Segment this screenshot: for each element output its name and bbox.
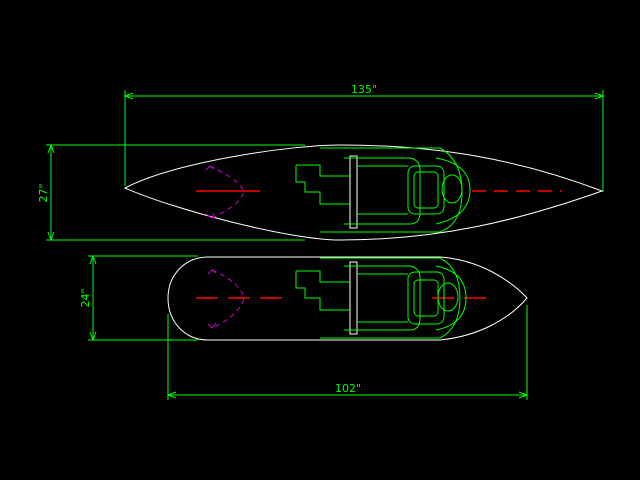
short-legs-outline xyxy=(344,265,421,331)
long-legs-inner xyxy=(357,165,408,215)
short-shoulder-arc xyxy=(435,265,467,331)
long-sweep-arrow-top xyxy=(205,165,215,171)
short-beam-arrow-bottom xyxy=(89,331,97,342)
short-head xyxy=(437,282,459,312)
long-length-arrow-right xyxy=(594,92,605,100)
long-length-dimension xyxy=(123,90,605,192)
short-sweep-arrow-top xyxy=(207,269,217,275)
long-beam-arrow-top xyxy=(47,143,55,154)
short-sweep-arrow-bottom xyxy=(207,322,217,329)
long-bulkhead xyxy=(349,155,358,229)
long-length-arrow-left xyxy=(123,92,134,100)
short-length-dimension xyxy=(166,305,529,400)
short-footrest-outline xyxy=(295,270,350,311)
long-sweep-arc xyxy=(205,165,245,219)
short-beam-dimension xyxy=(88,254,198,342)
long-length-label: 135" xyxy=(351,83,377,96)
short-legs-inner xyxy=(357,273,408,323)
short-beam-arrow-top xyxy=(89,254,97,265)
short-length-arrow-right xyxy=(518,391,529,399)
long-beam-dimension xyxy=(46,143,305,242)
long-sweep-arrow-bottom xyxy=(205,212,215,219)
kayak-long: 135" 27" xyxy=(36,83,605,242)
long-shoulder-arc xyxy=(435,157,471,225)
short-seat-figure xyxy=(295,257,467,339)
short-length-arrow-left xyxy=(166,391,177,399)
short-length-label: 102" xyxy=(335,382,361,395)
short-sweep-arc-path xyxy=(211,269,245,329)
short-bulkhead xyxy=(349,261,358,335)
short-beam-label-bg xyxy=(78,288,92,308)
long-seat-figure xyxy=(295,147,471,233)
short-beam-label: 24" xyxy=(79,288,92,307)
long-head xyxy=(441,174,463,204)
long-footrest-outline xyxy=(295,164,350,205)
long-hull-outline xyxy=(123,144,604,241)
long-beam-arrow-bottom xyxy=(47,231,55,242)
long-beam-label-bg xyxy=(36,184,50,204)
kayak-short: 24" 102" xyxy=(78,254,529,400)
long-torso xyxy=(407,165,445,215)
short-length-label-bg xyxy=(328,382,368,394)
long-seat-back xyxy=(413,171,439,209)
short-cockpit-rim xyxy=(320,257,461,339)
long-beam-label: 27" xyxy=(37,183,50,202)
short-torso xyxy=(407,271,445,325)
short-hull-outline xyxy=(167,256,528,341)
long-legs-outline xyxy=(344,157,421,225)
short-sweep-arc xyxy=(207,269,245,329)
long-length-label-bg xyxy=(344,83,384,95)
